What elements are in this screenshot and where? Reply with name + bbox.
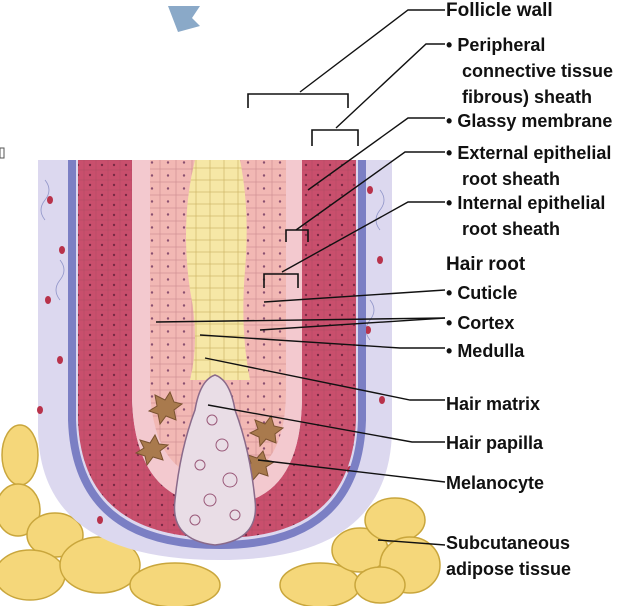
label-hair-papilla: Hair papilla bbox=[446, 433, 544, 453]
label-brackets bbox=[247, 93, 359, 288]
label-subcutaneous-line1: Subcutaneous bbox=[446, 533, 571, 553]
melanocytes bbox=[134, 390, 285, 482]
label-hair-root: Hair root bbox=[446, 254, 526, 275]
label-external-line2: root sheath bbox=[462, 169, 561, 189]
label-external-line1: External epithelial bbox=[446, 142, 611, 164]
label-cuticle: Cuticle bbox=[446, 282, 517, 304]
label-cortex: Cortex bbox=[446, 312, 514, 334]
label-glassy-membrane: Glassy membrane bbox=[446, 110, 612, 132]
label-peripheral-line2: connective tissue bbox=[462, 61, 614, 81]
label-internal-line2: root sheath bbox=[462, 219, 561, 239]
label-subcutaneous-line2: adipose tissue bbox=[446, 559, 572, 579]
label-hair-matrix: Hair matrix bbox=[446, 394, 541, 414]
direction-arrow-icon bbox=[168, 6, 200, 32]
label-follicle-wall: Follicle wall bbox=[446, 0, 553, 21]
leader-lines bbox=[155, 9, 446, 546]
label-melanocyte: Melanocyte bbox=[446, 473, 545, 493]
label-medulla: Medulla bbox=[446, 340, 524, 362]
label-peripheral-line1: Peripheral bbox=[446, 34, 545, 56]
label-internal-line1: Internal epithelial bbox=[446, 192, 605, 214]
label-peripheral-line3: fibrous) sheath bbox=[462, 87, 593, 107]
edge-marker bbox=[0, 147, 5, 159]
